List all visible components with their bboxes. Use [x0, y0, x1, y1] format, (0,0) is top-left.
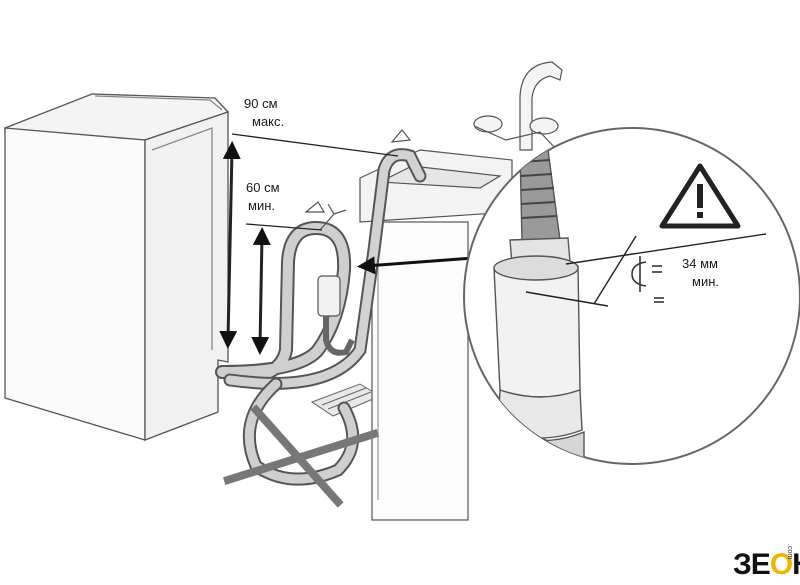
diameter-value: 34 мм [682, 256, 718, 271]
max-height-value: 90 см [244, 96, 278, 111]
logo-text-left: ЗЕ [733, 548, 771, 581]
brand-logo: ЗЕОН [733, 550, 800, 580]
max-height-word: макс. [252, 114, 285, 129]
min-height-word: мин. [248, 198, 275, 213]
logo-text-right: Н [792, 548, 800, 581]
height-guides [219, 133, 399, 355]
floor-drain [310, 383, 382, 417]
siphon [317, 203, 355, 356]
centerline-icon [631, 256, 664, 303]
zoom-detail [463, 127, 800, 465]
cross-out-icon [222, 404, 380, 508]
warning-triangle-icon [659, 163, 741, 229]
logo-text-accent: О [769, 548, 793, 581]
min-height-value: 60 см [246, 180, 280, 195]
diameter-word: мин. [692, 274, 719, 289]
washing-machine [4, 93, 230, 441]
hose-ties [304, 129, 412, 213]
sink-cabinet [359, 149, 513, 521]
logo-domain: .com [786, 544, 793, 560]
faucet [473, 61, 563, 151]
